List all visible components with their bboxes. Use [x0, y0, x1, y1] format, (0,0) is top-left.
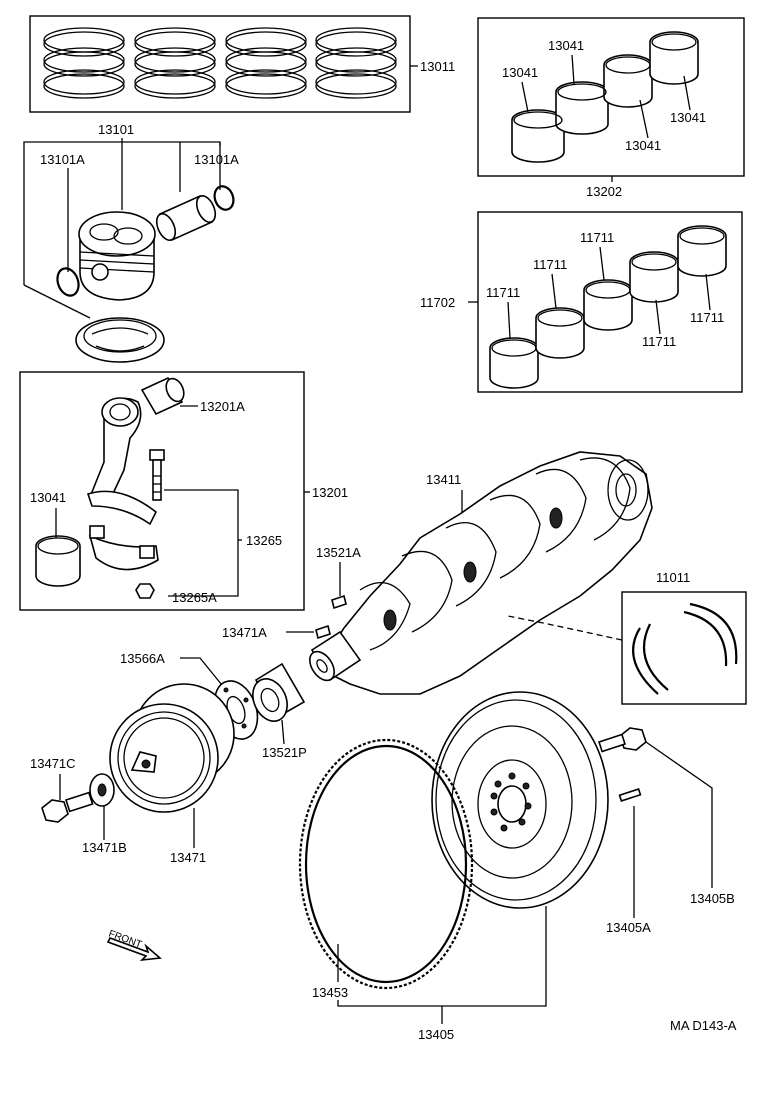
label-13041-a: 13041 — [502, 65, 538, 80]
label-13471B: 13471B — [82, 840, 127, 855]
piston-ring-set — [43, 27, 397, 99]
label-11711-a: 11711 — [486, 285, 520, 300]
piston-bottom-view — [75, 317, 165, 363]
label-13201A: 13201A — [200, 399, 245, 414]
main-bearings — [489, 225, 727, 389]
label-11711-c: 11711 — [580, 230, 614, 245]
flywheel — [431, 691, 609, 909]
connecting-rod-group: 13201A 13041 13265 13265A 13201 — [19, 371, 348, 611]
timing-pulley — [252, 662, 306, 722]
label-13521A: 13521A — [316, 545, 361, 560]
label-13405B: 13405B — [690, 891, 735, 906]
thrust-washers — [632, 602, 738, 695]
label-13041-c: 13041 — [625, 138, 661, 153]
connecting-rod-cap — [88, 525, 159, 571]
crankshaft-pulley-group: 13471C 13471B 13471 — [30, 683, 235, 865]
piston-group: 13101 13101A 13101A — [23, 122, 239, 363]
label-13041-b: 13041 — [548, 38, 584, 53]
timing-pulley-group: 13566A 13521P — [120, 651, 307, 760]
crankshaft-pulley — [109, 683, 235, 813]
plate-washer — [89, 773, 115, 807]
connecting-rod-bushing — [140, 376, 185, 416]
ring-gear — [298, 738, 474, 990]
piston-pin — [155, 194, 217, 242]
dowel-pin — [618, 788, 642, 802]
label-11711-e: 11711 — [690, 310, 724, 325]
label-13041-rod: 13041 — [30, 490, 66, 505]
label-11702: 11702 — [420, 295, 455, 310]
diagram-code: MA D143-A — [670, 1018, 737, 1033]
crankshaft-group: 13411 — [222, 451, 653, 695]
flywheel-bolt — [598, 727, 647, 753]
connecting-rod-bearing — [35, 535, 81, 587]
label-13471: 13471 — [170, 850, 206, 865]
label-13201: 13201 — [312, 485, 348, 500]
piston-pin-snap-ring-left — [56, 267, 80, 297]
woodruff-key — [315, 624, 331, 640]
label-13265A: 13265A — [172, 590, 217, 605]
label-13011: 13011 — [420, 59, 455, 74]
connecting-rod-nut — [135, 583, 155, 599]
label-13202: 13202 — [586, 184, 622, 199]
piston-ring-set-group: 13011 — [29, 15, 455, 113]
flywheel-group: 13405B 13405A 13453 13405 — [298, 691, 735, 1042]
label-13101A-left: 13101A — [40, 152, 85, 167]
label-11711-b: 11711 — [533, 257, 567, 272]
label-13405: 13405 — [418, 1027, 454, 1042]
label-13041-d: 13041 — [670, 110, 706, 125]
label-13405A: 13405A — [606, 920, 651, 935]
piston — [78, 211, 156, 301]
label-13453: 13453 — [312, 985, 348, 1000]
label-13471A: 13471A — [222, 625, 267, 640]
label-11711-d: 11711 — [642, 334, 676, 349]
label-13566A: 13566A — [120, 651, 165, 666]
label-11011: 11011 — [656, 570, 690, 585]
label-13101A-right: 13101A — [194, 152, 239, 167]
piston-pin-snap-ring-right — [213, 185, 235, 211]
connecting-rod-bolt — [149, 449, 165, 501]
label-13471C: 13471C — [30, 756, 76, 771]
front-arrow: FRONT — [106, 928, 162, 962]
crankshaft — [309, 451, 653, 695]
label-13101: 13101 — [98, 122, 134, 137]
pulley-bolt — [41, 791, 94, 823]
thrust-washer-group: 11011 — [507, 570, 747, 705]
connecting-rod — [86, 397, 158, 526]
crank-pin-bearing-group: 13041 13041 13041 13041 13202 — [477, 17, 745, 199]
crank-pin-bearings — [511, 31, 699, 163]
label-13265: 13265 — [246, 533, 282, 548]
main-bearing-group: 11711 11711 11711 11711 11711 11702 — [420, 211, 743, 393]
crankshaft-key — [331, 594, 347, 610]
label-13521P: 13521P — [262, 745, 307, 760]
label-13411: 13411 — [426, 472, 461, 487]
